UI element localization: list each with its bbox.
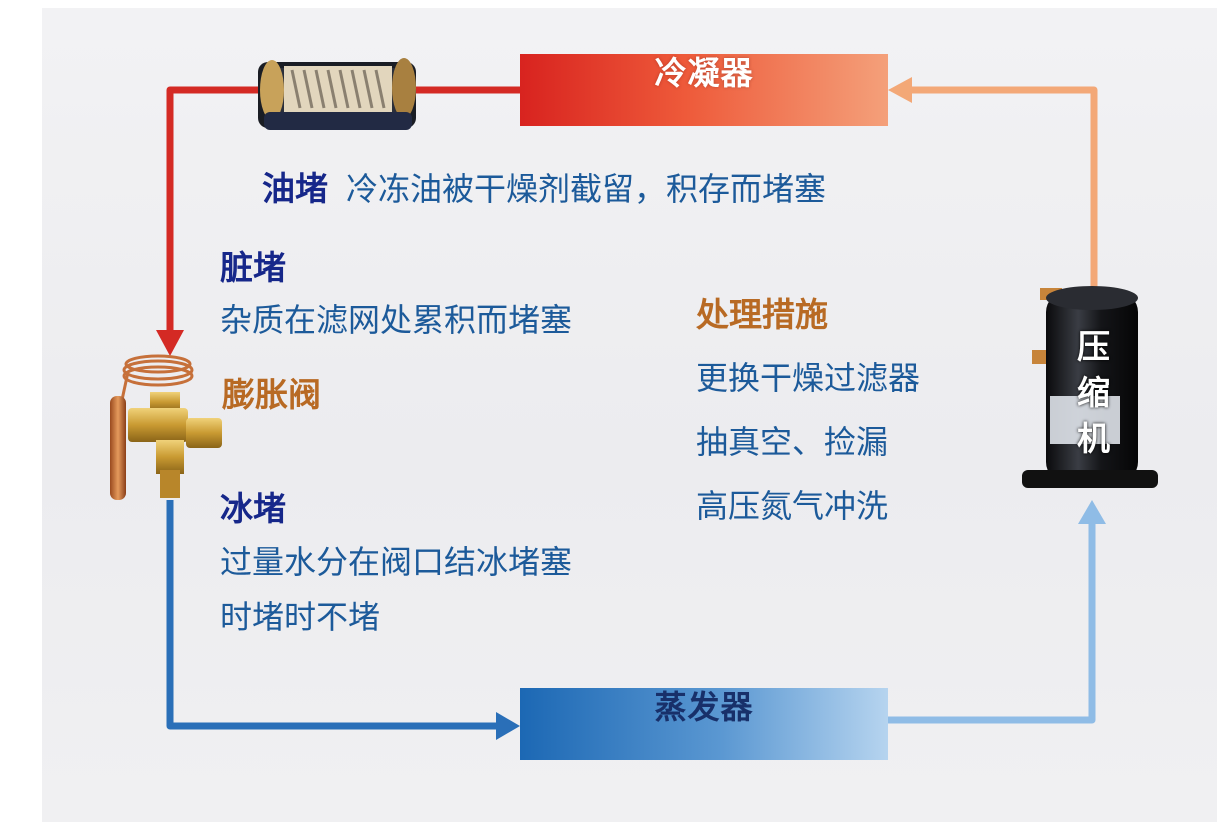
measure-item-2: 抽真空、捡漏 [696,423,889,461]
measure-item-1: 更换干燥过滤器 [696,359,921,397]
filter-drier-icon [258,58,416,130]
pipe-lightblue-right [888,522,1096,724]
oil-block-title: 油堵 [262,169,328,208]
diagram-background [42,8,1217,822]
arrow-down-red [156,330,184,356]
evaporator-label: 蒸发器 [654,688,754,726]
ice-block-title: 冰堵 [220,489,286,528]
compressor-label-1: 压 [1077,327,1110,366]
expansion-valve-label: 膨胀阀 [222,375,321,414]
dirt-block-title: 脏堵 [220,248,286,287]
compressor-icon [1022,286,1158,488]
compressor-label-2: 缩 [1077,373,1110,412]
arrow-left-orange [888,77,912,103]
condenser-box: 冷凝器 [520,54,888,126]
evaporator-box: 蒸发器 [520,688,888,760]
dirt-block-desc: 杂质在滤网处累积而堵塞 [220,301,573,339]
measures-title: 处理措施 [696,295,828,334]
oil-block-desc: 冷冻油被干燥剂截留，积存而堵塞 [346,170,827,208]
arrow-right-blue [496,712,520,740]
compressor-label-3: 机 [1077,419,1110,458]
condenser-label: 冷凝器 [654,54,754,92]
measure-item-3: 高压氮气冲洗 [696,487,889,525]
expansion-valve-icon [110,354,222,500]
pipe-red-left [166,86,262,335]
ice-block-desc-line-1: 过量水分在阀口结冰堵塞 [220,543,573,581]
pipe-orange-right [910,86,1098,292]
arrow-up-lightblue [1078,500,1106,524]
pipe-blue-left [166,500,498,730]
ice-block-desc-line-2: 时堵时不堵 [220,598,381,636]
